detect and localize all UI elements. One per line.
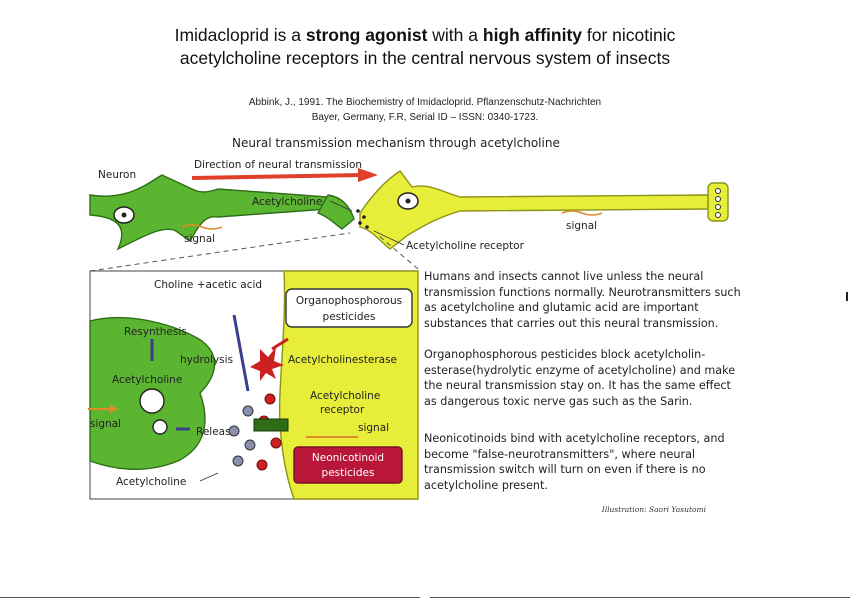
- paragraph-2: Organophosphorous pesticides block acety…: [424, 347, 742, 409]
- label-neo-line1: Neonicotinoid: [312, 452, 384, 464]
- label-receptor-line1: Acetylcholine: [310, 390, 380, 402]
- acetylcholine-molecule: [229, 426, 239, 436]
- acetylcholine-molecule: [245, 440, 255, 450]
- label-op-line2: pesticides: [323, 311, 376, 323]
- label-acetylcholine-inner: Acetylcholine: [112, 374, 182, 386]
- synapse-dot: [356, 209, 360, 213]
- diagram-heading: Neural transmission mechanism through ac…: [232, 136, 560, 150]
- title-text: Imidacloprid is a: [175, 25, 306, 45]
- yellow-neuron: [360, 171, 708, 249]
- label-resynthesis: Resynthesis: [124, 326, 187, 338]
- neonicotinoid-molecule: [271, 438, 281, 448]
- vesicle: [716, 189, 721, 194]
- acetylcholine-molecule: [243, 406, 253, 416]
- green-neuron-nucleolus: [122, 213, 127, 218]
- label-signal-right: signal: [566, 220, 597, 232]
- title-line-2: acetylcholine receptors in the central n…: [180, 48, 670, 68]
- neonicotinoid-molecule: [265, 394, 275, 404]
- yellow-neuron-nucleolus: [406, 199, 411, 204]
- citation: Abbink, J., 1991. The Biochemistry of Im…: [0, 95, 850, 125]
- label-ache: Acetylcholinesterase: [288, 354, 397, 366]
- label-op-line1: Organophosphorous: [296, 295, 402, 307]
- label-direction: Direction of neural transmission: [194, 159, 362, 171]
- title-text: for nicotinic: [582, 25, 675, 45]
- illustration-credit: Illustration: Saori Yasutomi: [602, 505, 706, 514]
- title-text: with a: [427, 25, 482, 45]
- label-signal-inner-right: signal: [358, 422, 389, 434]
- title-bold-high-affinity: high affinity: [483, 25, 582, 45]
- synaptic-vesicle: [140, 389, 164, 413]
- paragraph-1: Humans and insects cannot live unless th…: [424, 269, 742, 331]
- label-signal-left: signal: [184, 233, 215, 245]
- label-receptor-line2: receptor: [320, 404, 365, 416]
- direction-arrow: [192, 175, 364, 178]
- citation-line-1: Abbink, J., 1991. The Biochemistry of Im…: [0, 95, 850, 110]
- vesicle: [716, 205, 721, 210]
- edge-marker: [846, 292, 848, 301]
- synapse-dot: [365, 225, 369, 229]
- label-acetylcholine-bottom: Acetylcholine: [116, 476, 186, 488]
- citation-line-2: Bayer, Germany, F.R, Serial ID – ISSN: 0…: [0, 110, 850, 125]
- synapse-dot: [358, 221, 362, 225]
- paragraph-3: Neonicotinoids bind with acetylcholine r…: [424, 431, 742, 493]
- neonicotinoid-molecule: [257, 460, 267, 470]
- vesicle: [716, 197, 721, 202]
- label-hydrolysis: hydrolysis: [180, 354, 233, 366]
- footer-rule-right: [430, 597, 850, 598]
- neural-transmission-illustration: Neural transmission mechanism through ac…: [88, 131, 752, 531]
- label-neo-line2: pesticides: [322, 467, 375, 479]
- synaptic-vesicle: [153, 420, 167, 434]
- title-bold-strong-agonist: strong agonist: [306, 25, 428, 45]
- direction-arrowhead: [358, 168, 378, 182]
- signal-wave-right: [562, 211, 602, 215]
- label-signal-inner-left: signal: [90, 418, 121, 430]
- label-acetylcholine-top: Acetylcholine: [252, 196, 322, 208]
- vesicle: [716, 213, 721, 218]
- slide-title: Imidacloprid is a strong agonist with a …: [0, 24, 850, 70]
- footer-rule-left: [0, 597, 420, 598]
- label-choline: Choline +acetic acid: [154, 279, 262, 291]
- receptor-shape: [254, 419, 288, 431]
- synapse-dot: [362, 215, 366, 219]
- acetylcholine-molecule: [233, 456, 243, 466]
- label-receptor-top: Acetylcholine receptor: [406, 240, 525, 252]
- label-neuron: Neuron: [98, 169, 136, 181]
